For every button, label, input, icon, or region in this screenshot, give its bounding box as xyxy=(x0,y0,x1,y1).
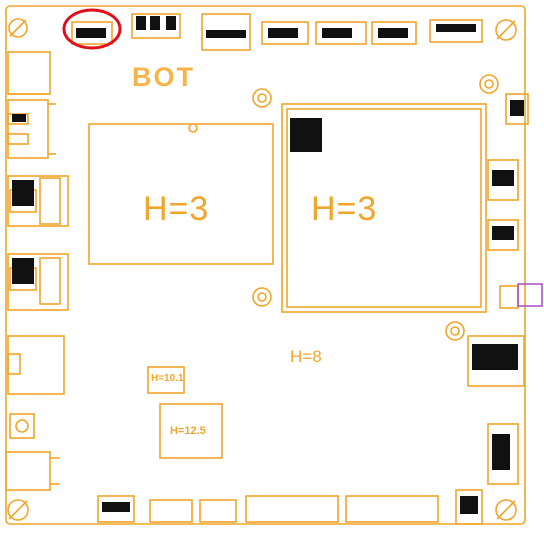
bottom-connector-1 xyxy=(97,495,135,523)
top-connector-3 xyxy=(261,21,309,45)
top-header-pins xyxy=(201,13,251,51)
audio-jack xyxy=(5,451,60,491)
top-connector-6 xyxy=(429,19,483,43)
standoff-2 xyxy=(479,74,499,94)
bottom-connector-3 xyxy=(199,499,237,523)
top-connector-2 xyxy=(131,13,181,39)
bottom-fpc-2 xyxy=(345,495,439,523)
sd-card-slot xyxy=(467,335,525,387)
height-label-small-block: H=10.1 xyxy=(151,373,184,384)
standoff-3 xyxy=(252,287,272,307)
usb-port-3 xyxy=(7,253,69,311)
side-label: BOT xyxy=(132,62,195,92)
bottom-connector-2 xyxy=(149,499,193,523)
mounting-hole-bottom-left xyxy=(7,499,29,521)
height-label-right-chip: H=3 xyxy=(311,190,378,228)
right-connector-3 xyxy=(487,219,519,251)
bottom-fpc-1 xyxy=(245,495,339,523)
chip-right-pad xyxy=(290,118,322,152)
right-connector-2 xyxy=(487,159,519,201)
board-outline xyxy=(5,5,526,525)
height-label-center: H=8 xyxy=(290,347,322,366)
left-connector-1 xyxy=(7,51,51,95)
top-connector-5 xyxy=(371,21,417,45)
mounting-hole-bottom-right xyxy=(495,499,517,521)
chip-left-outline xyxy=(88,123,274,265)
bottom-header xyxy=(455,489,483,525)
standoff-1 xyxy=(252,88,272,108)
top-connector-4 xyxy=(315,21,367,45)
right-connector-1 xyxy=(505,93,529,125)
edge-marker xyxy=(517,283,543,307)
right-connector-5 xyxy=(487,423,519,485)
height-label-med-block: H=12.5 xyxy=(170,425,206,437)
height-label-left-chip: H=3 xyxy=(143,190,210,228)
block-h101 xyxy=(147,366,185,394)
mounting-hole-top-right xyxy=(495,19,517,41)
usb-port-2 xyxy=(7,175,69,227)
ethernet-port xyxy=(7,335,65,395)
button-switch xyxy=(9,413,35,439)
usb-port-1 xyxy=(7,99,56,159)
highlight-circle xyxy=(62,8,122,50)
mounting-hole-top-left xyxy=(8,18,28,38)
right-connector-4 xyxy=(499,285,519,309)
top-connector-1 xyxy=(71,21,113,45)
chip-right-outline xyxy=(281,103,487,313)
block-h125 xyxy=(159,403,223,459)
standoff-4 xyxy=(445,321,465,341)
